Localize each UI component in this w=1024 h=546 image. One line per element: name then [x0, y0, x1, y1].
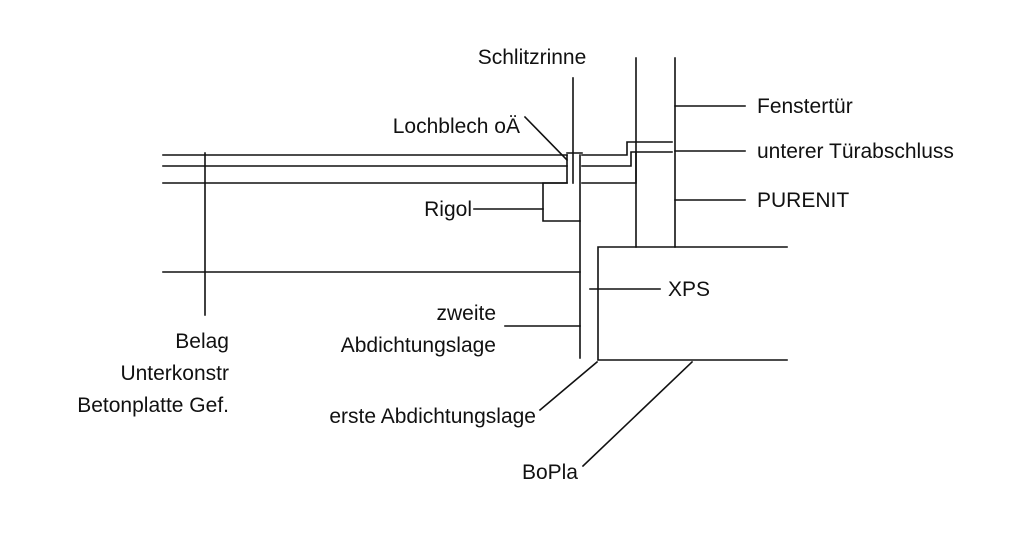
door-frame: [635, 57, 676, 248]
channel-outline: [542, 154, 581, 222]
label-zweite-line2: Abdichtungslage: [341, 334, 496, 357]
label-layers-line1: Belag: [175, 330, 229, 353]
threshold-upper: [581, 141, 673, 156]
label-tuerabschluss: unterer Türabschluss: [757, 140, 954, 163]
label-erste: erste Abdichtungslage: [329, 405, 536, 428]
label-rigol: Rigol: [424, 198, 472, 221]
label-fenstertuer: Fenstertür: [757, 95, 853, 118]
label-layers-line2: Unterkonstr: [120, 362, 229, 385]
labels: Schlitzrinne Lochblech oÄ Fenstertür unt…: [77, 46, 954, 484]
xps-block: [597, 246, 788, 361]
xps-outline: [597, 246, 788, 361]
label-zweite-line1: zweite: [436, 302, 496, 325]
threshold-lower: [581, 151, 637, 184]
leader-lochblech: [523, 115, 569, 162]
label-xps: XPS: [668, 278, 710, 301]
leader-lines: [204, 77, 746, 468]
floor-layers: [162, 154, 581, 273]
leader-bopla: [581, 360, 694, 468]
leader-erste: [538, 360, 599, 412]
label-bopla: BoPla: [522, 461, 578, 484]
label-purenit: PURENIT: [757, 189, 849, 212]
slot-channel: [542, 152, 583, 359]
label-layers-line3: Betonplatte Gef.: [77, 394, 229, 417]
door-threshold: [581, 141, 673, 184]
label-lochblech: Lochblech oÄ: [393, 115, 520, 138]
label-schlitzrinne: Schlitzrinne: [478, 46, 587, 69]
threshold-inner: [581, 151, 673, 167]
